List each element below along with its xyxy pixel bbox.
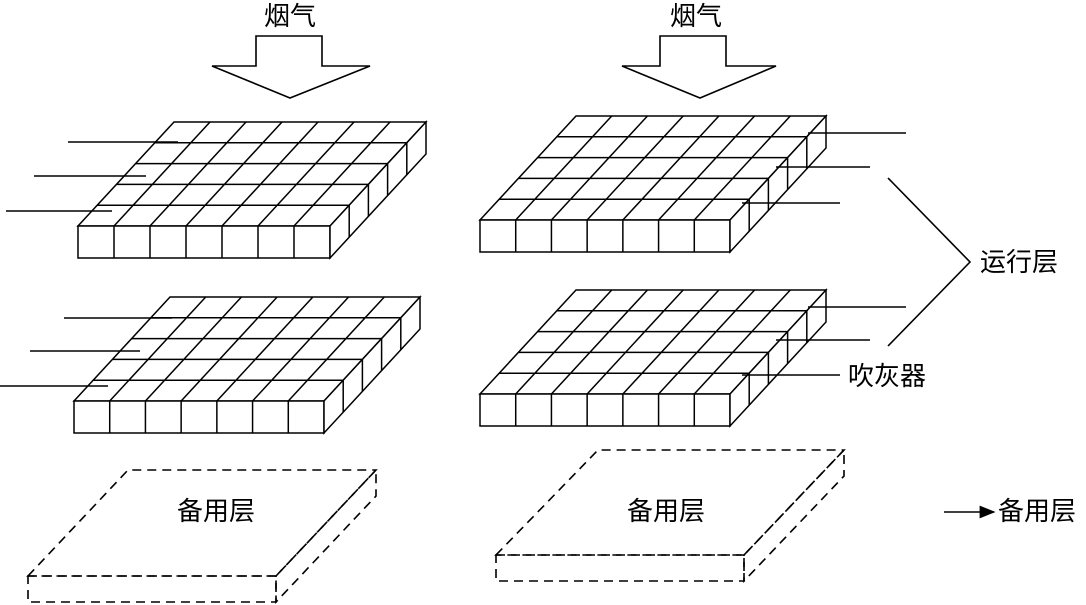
grid-line	[293, 121, 391, 227]
grid-line	[185, 121, 283, 227]
grid-line	[257, 121, 355, 227]
grid-line	[586, 115, 684, 221]
operating-layer-label: 运行层	[980, 248, 1058, 278]
soot-blower-lines-left	[0, 141, 178, 387]
standby-layer-left	[26, 467, 378, 605]
operating-layer-right-middle	[478, 288, 828, 428]
block-side-face	[329, 120, 427, 260]
flue-gas-label-left: 烟气	[264, 2, 316, 32]
grid-line	[515, 289, 613, 395]
grid-line	[693, 289, 791, 395]
grid-line	[113, 121, 211, 227]
standby-legend-label: 备用层	[998, 497, 1076, 527]
grid-line	[550, 289, 648, 395]
grid-line	[221, 121, 319, 227]
grid-line	[180, 296, 278, 402]
block-side-face	[729, 288, 827, 428]
operating-layer-left-middle	[72, 295, 422, 435]
flue-gas-label-right: 烟气	[670, 2, 722, 32]
flue-gas-arrow-left	[211, 35, 371, 99]
operating-layer-bracket	[887, 177, 972, 347]
block-side-face	[729, 114, 827, 254]
grid-line	[216, 296, 314, 402]
flue-gas-arrow-right	[621, 35, 777, 99]
grid-line	[658, 289, 756, 395]
block-front-face	[479, 393, 731, 427]
soot-blower-lines-right	[742, 132, 906, 376]
grid-line	[586, 289, 684, 395]
grid-line	[149, 121, 247, 227]
block-front-face	[73, 400, 325, 434]
standby-layer-label-left: 备用层	[177, 497, 255, 527]
grid-line	[144, 296, 242, 402]
grid-line	[622, 289, 720, 395]
grid-line	[515, 115, 613, 221]
grid-line	[658, 115, 756, 221]
grid-line	[693, 115, 791, 221]
grid-line	[622, 115, 720, 221]
grid-line	[550, 115, 648, 221]
grid-line	[287, 296, 385, 402]
operating-layer-right-top	[478, 114, 828, 254]
standby-layer-right	[494, 448, 846, 583]
grid-line	[109, 296, 207, 402]
standby-layer-label-right: 备用层	[627, 497, 705, 527]
block-side-face	[323, 295, 421, 435]
operating-layer-left-top	[76, 120, 428, 260]
block-front-face	[479, 219, 731, 253]
soot-blower-label: 吹灰器	[848, 362, 926, 392]
grid-line	[252, 296, 350, 402]
block-front-face	[77, 225, 331, 259]
